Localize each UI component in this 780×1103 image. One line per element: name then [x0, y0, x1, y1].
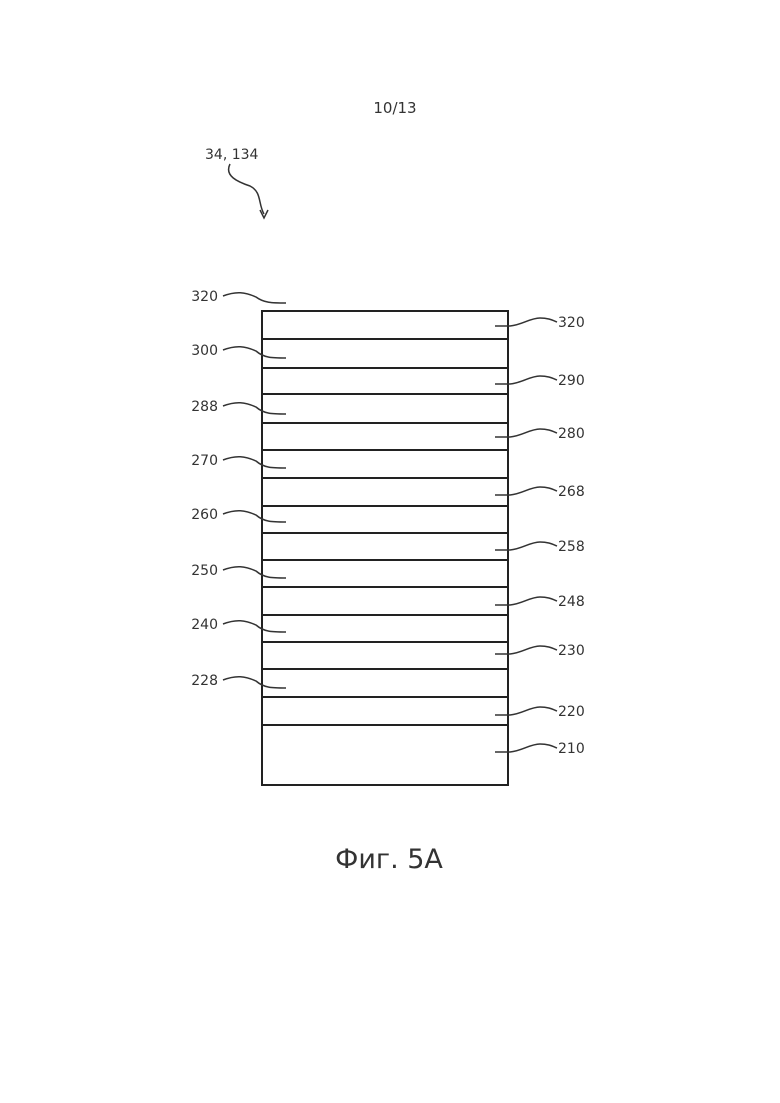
reference-label-right: 230: [558, 643, 585, 659]
reference-label-left: 300: [191, 343, 218, 359]
reference-label-left: 320: [191, 289, 218, 305]
assembly-label: 34, 134: [205, 147, 259, 163]
assembly-arrow-lead: [229, 164, 264, 214]
reference-label-right: 280: [558, 426, 585, 442]
reference-label-right: 290: [558, 373, 585, 389]
reference-label-right: 258: [558, 539, 585, 555]
reference-label-left: 228: [191, 673, 218, 689]
reference-label-left: 240: [191, 617, 218, 633]
reference-label-left: 288: [191, 399, 218, 415]
figure-caption: Фиг. 5А: [335, 844, 443, 875]
leader-line: [223, 293, 286, 303]
page-number: 10/13: [373, 99, 416, 117]
reference-label-left: 270: [191, 453, 218, 469]
reference-label-right: 248: [558, 594, 585, 610]
reference-label-right: 320: [558, 315, 585, 331]
reference-label-left: 260: [191, 507, 218, 523]
reference-label-right: 268: [558, 484, 585, 500]
reference-label-right: 220: [558, 704, 585, 720]
layer-stack: [262, 311, 508, 785]
reference-label-left: 250: [191, 563, 218, 579]
reference-label-right: 210: [558, 741, 585, 757]
